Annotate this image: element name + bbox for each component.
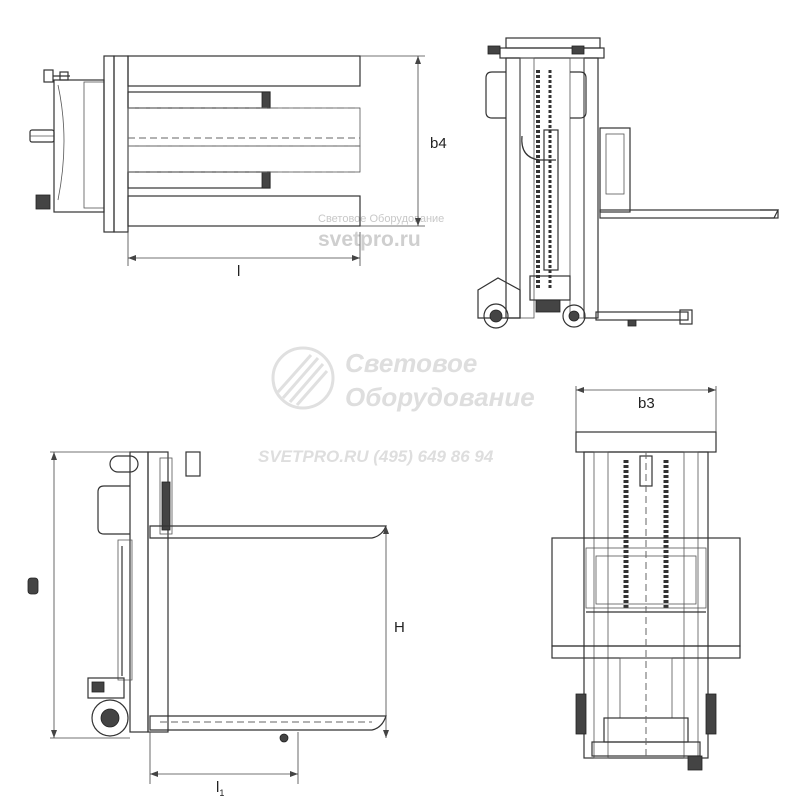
dimension-h: H	[383, 526, 405, 738]
elevation-view: H l1	[27, 451, 405, 798]
top-view: b4 l	[29, 55, 447, 280]
label-l1: l1	[216, 779, 224, 798]
label-l: l	[237, 263, 240, 280]
dimension-l: l	[127, 232, 361, 280]
watermark-logo-line2: Оборудование	[345, 382, 535, 412]
watermark-site-top: svetpro.ru	[318, 228, 421, 251]
side-rear-wheel-icon	[483, 303, 509, 329]
side-fork	[599, 209, 779, 219]
label-b3: b3	[638, 395, 655, 412]
label-b4: b4	[430, 135, 447, 152]
watermark-center: Световое Оборудование SVETPRO.RU (495) 6…	[258, 346, 535, 466]
chassis-top	[53, 79, 105, 213]
label-h: H	[394, 619, 405, 636]
dimension-b3: b3	[575, 386, 717, 434]
fork-bottom	[127, 195, 361, 227]
rear-view: b3	[551, 386, 741, 771]
watermark-logo-line1: Световое	[345, 348, 477, 378]
side-front-wheel-icon	[562, 304, 586, 328]
upper-fork	[149, 525, 387, 539]
watermark-contact-line: SVETPRO.RU (495) 649 86 94	[258, 447, 494, 466]
side-view	[477, 37, 779, 329]
fork-top	[127, 55, 361, 87]
lower-fork	[149, 715, 387, 731]
drive-wheel-icon	[91, 699, 129, 737]
watermark-logo-icon	[271, 346, 335, 410]
dimension-l1: l1	[149, 732, 299, 798]
watermark-small-line: Световое Оборудование	[318, 213, 444, 225]
rear-wheel-icon	[687, 755, 703, 771]
side-marker-icon	[27, 577, 39, 595]
dimension-b4: b4	[360, 55, 447, 227]
watermark-top: Световое Оборудование svetpro.ru	[318, 213, 444, 251]
